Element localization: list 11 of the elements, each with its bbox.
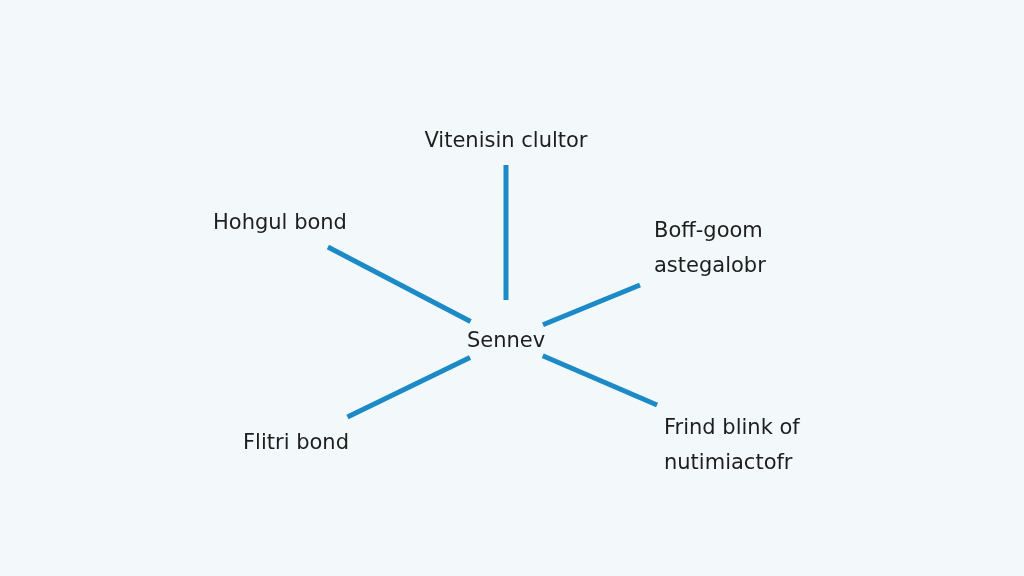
- node-label: Hohgul bond: [212, 208, 348, 236]
- node-label: Vitenisin clultor: [423, 126, 589, 154]
- node-label: Sennev: [466, 326, 546, 354]
- connector-line: [541, 353, 659, 408]
- node-label: Flitri bond: [242, 428, 350, 456]
- connector-line: [542, 282, 641, 328]
- connector-line: [326, 244, 472, 324]
- connector-line: [346, 355, 472, 420]
- connector-line: [503, 165, 509, 300]
- node-label: Boff-goom astegalobr: [654, 217, 767, 279]
- node-label: Frind blink of nutimiactofr: [664, 414, 801, 476]
